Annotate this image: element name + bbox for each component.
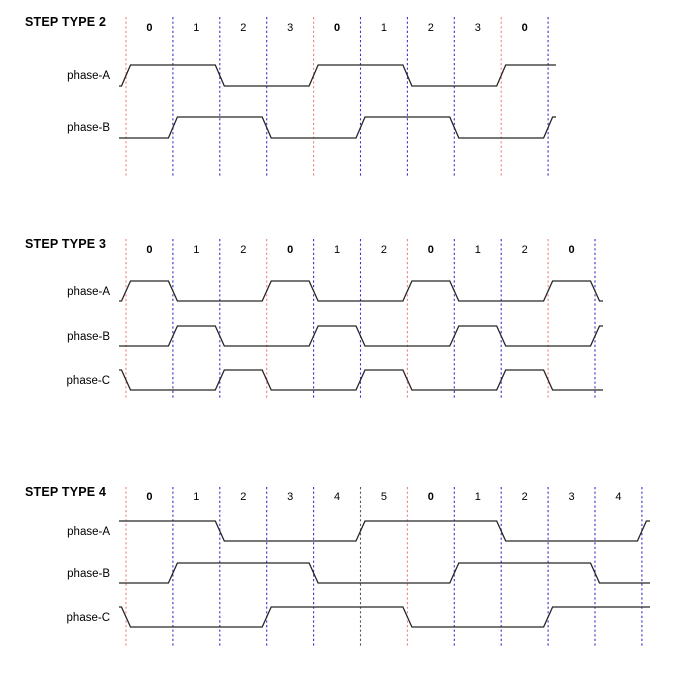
step-number: 0 [333,22,341,34]
phase-label-phase-C: phase-C [66,612,110,624]
section-title-step-type-3: STEP TYPE 3 [25,237,107,251]
step-number: 2 [521,491,528,503]
step-number: 0 [146,244,153,256]
step-number: 0 [568,244,575,256]
step-number: 0 [427,244,434,256]
waveform-phase-B [119,562,650,584]
step-number: 2 [240,22,247,34]
waveform-phase-A [119,280,603,302]
waveform-phase-B [119,116,556,139]
step-number: 3 [287,22,294,34]
step-number: 1 [193,491,200,503]
waveform-phase-A [119,64,556,87]
step-number: 1 [193,244,200,256]
step-number: 5 [380,491,387,503]
section-title-step-type-4: STEP TYPE 4 [25,485,107,499]
step-number: 2 [380,244,387,256]
step-number: 0 [427,491,434,503]
step-number: 3 [568,491,575,503]
phase-label-phase-C: phase-C [66,375,110,387]
step-number: 2 [427,22,434,34]
waveform-phase-C [119,606,650,628]
phase-label-phase-A: phase-A [67,70,110,82]
phase-label-phase-A: phase-A [67,286,110,298]
step-number: 3 [474,22,481,34]
step-number: 1 [193,22,200,34]
phase-label-phase-B: phase-B [67,331,110,343]
section-title-step-type-2: STEP TYPE 2 [25,15,107,29]
step-number: 1 [380,22,387,34]
waveform-phase-A [119,520,650,542]
step-number: 1 [474,244,481,256]
phase-label-phase-A: phase-A [67,526,110,538]
phase-label-phase-B: phase-B [67,568,110,580]
step-number: 0 [146,22,153,34]
step-number: 2 [240,491,247,503]
waveform-phase-C [119,369,603,391]
step-number: 3 [287,491,294,503]
step-number: 4 [615,491,622,503]
step-number: 2 [521,244,528,256]
phase-label-phase-B: phase-B [67,122,110,134]
step-number: 2 [240,244,247,256]
step-number: 0 [287,244,294,256]
step-number: 1 [474,491,481,503]
step-number: 0 [146,491,153,503]
step-number: 4 [333,491,341,503]
step-number: 0 [521,22,528,34]
waveform-phase-B [119,325,603,347]
step-number: 1 [333,244,341,256]
